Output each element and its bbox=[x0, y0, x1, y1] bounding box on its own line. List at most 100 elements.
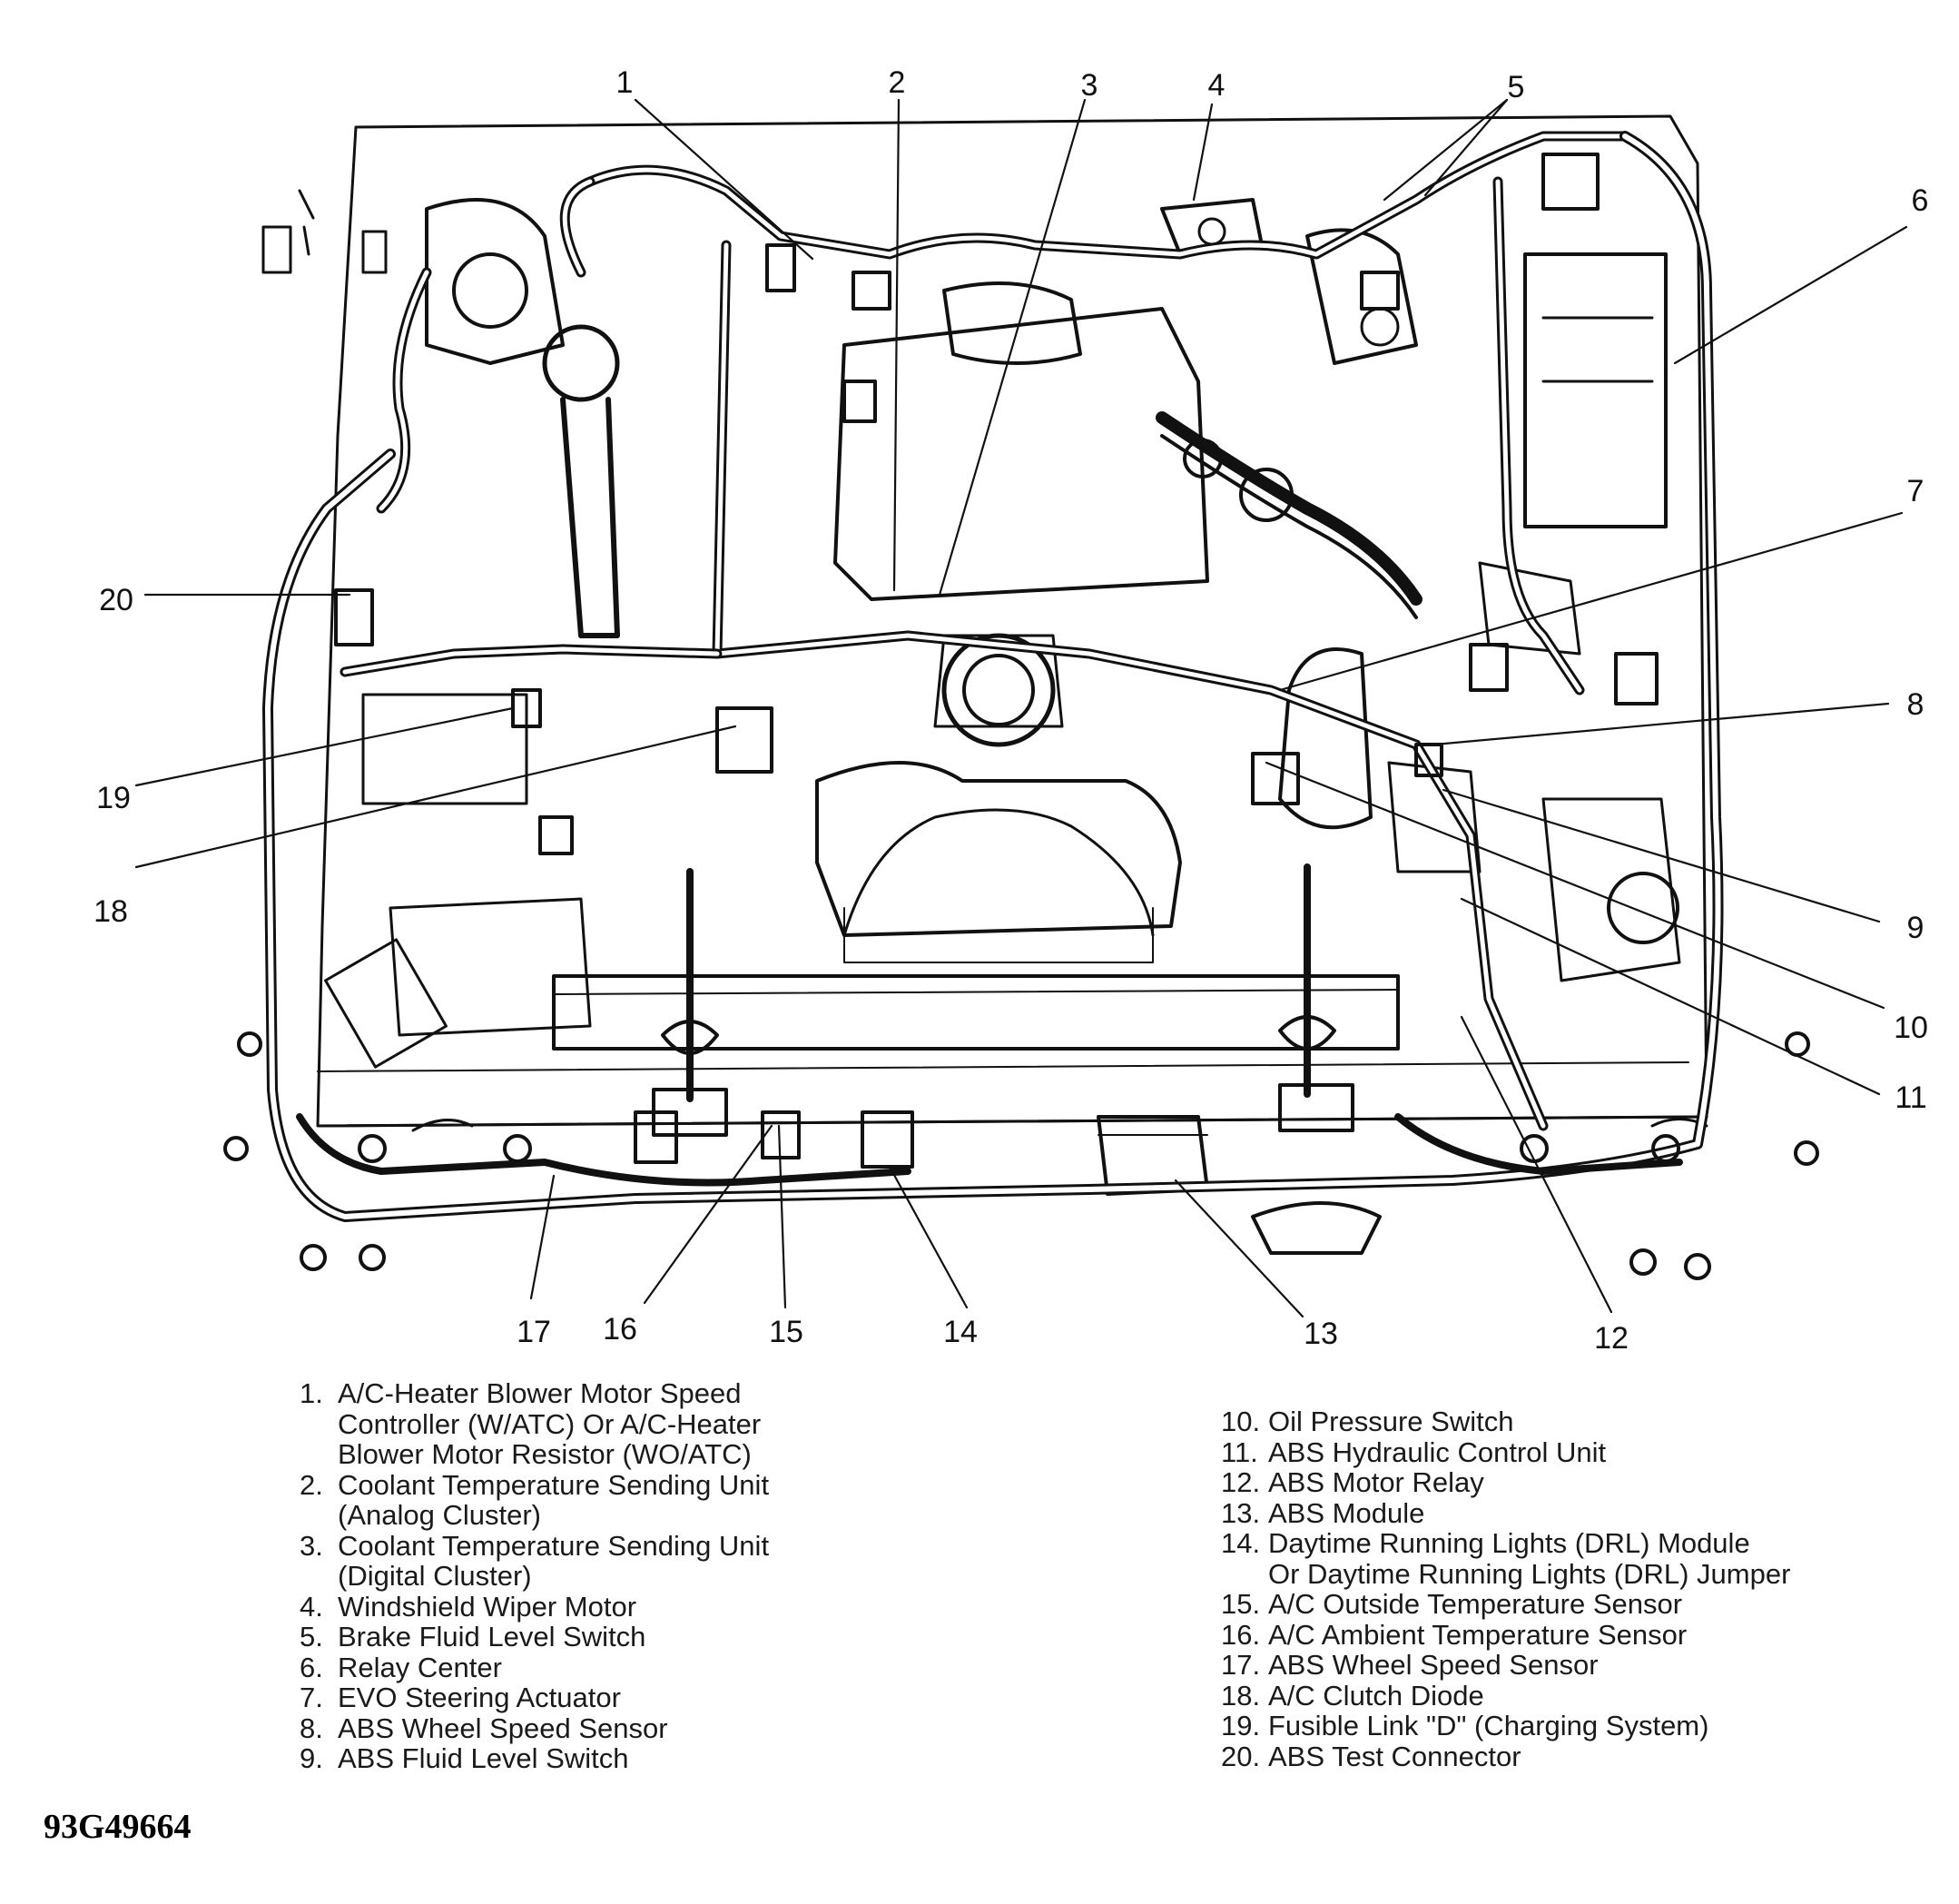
leader-9 bbox=[1442, 788, 1881, 923]
legend-item: 11.ABS Hydraulic Control Unit bbox=[1221, 1435, 1911, 1468]
leader-6 bbox=[1673, 225, 1908, 365]
leader-lines bbox=[134, 98, 1908, 1318]
callout-2: 2 bbox=[889, 65, 906, 100]
callout-10: 10 bbox=[1894, 1011, 1928, 1045]
legend-item-text: Windshield Wiper Motor bbox=[338, 1590, 637, 1623]
callout-20: 20 bbox=[99, 583, 133, 617]
legend-item: 7. EVO Steering Actuator bbox=[300, 1682, 881, 1713]
legend-item-text: ABS Fluid Level Switch bbox=[338, 1742, 629, 1774]
legend-item: 20.ABS Test Connector bbox=[1221, 1741, 1911, 1772]
leader-16 bbox=[643, 1124, 773, 1305]
callout-6: 6 bbox=[1912, 183, 1929, 218]
legend-item: 12.ABS Motor Relay bbox=[1221, 1467, 1911, 1498]
legend-item-number: 6. bbox=[300, 1651, 323, 1683]
legend-item: 13.ABS Module bbox=[1221, 1496, 1911, 1529]
wiring-harness bbox=[262, 131, 1724, 1222]
legend-item: 6. Relay Center bbox=[300, 1652, 881, 1683]
callout-14: 14 bbox=[943, 1315, 978, 1349]
legend-item-text: Brake Fluid Level Switch bbox=[338, 1621, 646, 1652]
legend-item: 15.A/C Outside Temperature Sensor bbox=[1221, 1589, 1911, 1620]
callout-15: 15 bbox=[769, 1315, 803, 1349]
legend-item-number: 1. bbox=[300, 1377, 323, 1409]
leader-13 bbox=[1174, 1179, 1304, 1318]
callout-12: 12 bbox=[1594, 1321, 1629, 1356]
legend-item-number: 8. bbox=[300, 1712, 323, 1744]
legend-item-text: ABS Module bbox=[1268, 1496, 1425, 1529]
legend-item-text: ABS Wheel Speed Sensor bbox=[338, 1712, 668, 1744]
fan-shroud bbox=[815, 761, 1182, 963]
figure-id: 93G49664 bbox=[44, 1808, 192, 1846]
callout-7: 7 bbox=[1907, 474, 1925, 508]
leader-17 bbox=[529, 1174, 556, 1300]
legend-item-text: Blower Motor Resistor (WO/ATC) bbox=[338, 1438, 752, 1470]
leader-19 bbox=[134, 706, 515, 787]
callout-13: 13 bbox=[1304, 1317, 1338, 1351]
radiator-support bbox=[552, 863, 1400, 1137]
legend-item-text: Fusible Link "D" (Charging System) bbox=[1268, 1710, 1709, 1741]
legend-item-number: 16. bbox=[1221, 1618, 1261, 1651]
callout-5: 5 bbox=[1508, 70, 1525, 104]
legend-item-number: 14. bbox=[1221, 1527, 1261, 1559]
legend-item-number: 3. bbox=[300, 1529, 323, 1562]
legend-item-number: 17. bbox=[1221, 1649, 1261, 1681]
leader-10 bbox=[1265, 761, 1885, 1010]
leader-15 bbox=[777, 1124, 787, 1309]
legend-item-number: 10. bbox=[1221, 1406, 1261, 1437]
compartment-outline bbox=[316, 114, 1708, 1128]
callout-18: 18 bbox=[94, 894, 128, 929]
legend-item-text: A/C Ambient Temperature Sensor bbox=[1268, 1618, 1688, 1651]
callout-1: 1 bbox=[616, 65, 634, 100]
legend-item-number: 20. bbox=[1221, 1740, 1261, 1772]
legend-item-number: 9. bbox=[300, 1742, 323, 1774]
legend-item-text: ABS Wheel Speed Sensor bbox=[1268, 1649, 1599, 1681]
legend-item-text: A/C-Heater Blower Motor Speed bbox=[338, 1377, 742, 1409]
legend-item: 2.Coolant Temperature Sending Unit(Analo… bbox=[300, 1469, 881, 1531]
legend-item-text: A/C Outside Temperature Sensor bbox=[1268, 1588, 1683, 1620]
legend-item: 5. Brake Fluid Level Switch bbox=[300, 1622, 881, 1652]
leader-7 bbox=[1278, 511, 1904, 692]
legend-item-text: Relay Center bbox=[338, 1651, 502, 1683]
legend-item-text: Or Daytime Running Lights (DRL) Jumper bbox=[1268, 1557, 1791, 1590]
legend-item-number: 5. bbox=[300, 1621, 323, 1652]
callout-11: 11 bbox=[1895, 1080, 1926, 1115]
callout-8: 8 bbox=[1907, 687, 1925, 722]
legend-item-text: EVO Steering Actuator bbox=[338, 1682, 621, 1713]
legend-item: 17.ABS Wheel Speed Sensor bbox=[1221, 1650, 1911, 1681]
legend-item-text: Coolant Temperature Sending Unit bbox=[338, 1529, 770, 1562]
legend-item: 18.A/C Clutch Diode bbox=[1221, 1679, 1911, 1712]
callout-3: 3 bbox=[1081, 68, 1098, 103]
legend-item: 9. ABS Fluid Level Switch bbox=[300, 1743, 881, 1774]
legend-item-text: (Analog Cluster) bbox=[338, 1499, 541, 1531]
callout-9: 9 bbox=[1907, 911, 1925, 945]
legend-item: 10.Oil Pressure Switch bbox=[1221, 1406, 1911, 1437]
leader-8 bbox=[1432, 702, 1890, 746]
leader-18 bbox=[134, 725, 737, 869]
legend-item-text: ABS Hydraulic Control Unit bbox=[1268, 1435, 1607, 1468]
leader-12 bbox=[1460, 1015, 1613, 1314]
callout-16: 16 bbox=[603, 1312, 637, 1347]
legend-item-text: A/C Clutch Diode bbox=[1268, 1679, 1484, 1712]
legend-item-number: 19. bbox=[1221, 1710, 1261, 1741]
leader-2 bbox=[892, 98, 901, 592]
legend-item-number: 13. bbox=[1221, 1496, 1261, 1529]
legend-item: 4.Windshield Wiper Motor bbox=[300, 1590, 881, 1623]
leader-1 bbox=[634, 98, 814, 261]
callout-17: 17 bbox=[517, 1315, 551, 1349]
legend-item-text: Controller (W/ATC) Or A/C-Heater bbox=[338, 1407, 762, 1440]
legend-item-number: 12. bbox=[1221, 1466, 1261, 1498]
legend-item-number: 15. bbox=[1221, 1588, 1261, 1620]
leader-3 bbox=[938, 98, 1087, 597]
legend-item-number: 7. bbox=[300, 1682, 323, 1713]
intake-manifold bbox=[833, 281, 1422, 747]
left-components bbox=[261, 189, 620, 1069]
leader-5 bbox=[1383, 98, 1509, 202]
legend-item: 8. ABS Wheel Speed Sensor bbox=[300, 1712, 881, 1744]
legend-item: 16.A/C Ambient Temperature Sensor bbox=[1221, 1618, 1911, 1651]
legend-item-number: 18. bbox=[1221, 1679, 1261, 1712]
legend-item-text: (Digital Cluster) bbox=[338, 1560, 532, 1592]
leader-5b bbox=[1423, 98, 1509, 197]
